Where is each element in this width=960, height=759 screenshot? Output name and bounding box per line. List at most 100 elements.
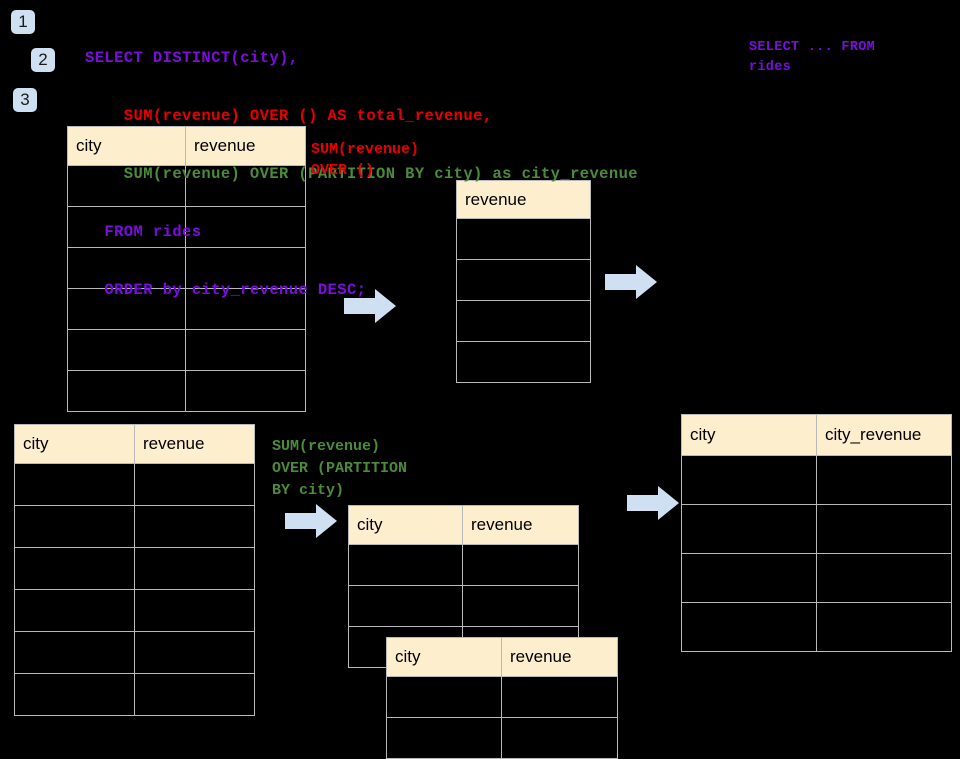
table-row <box>14 673 255 716</box>
table-row <box>67 288 306 330</box>
table-cell <box>386 717 502 759</box>
table-cell <box>462 544 579 586</box>
table-row <box>386 676 618 718</box>
table-cell <box>816 602 952 652</box>
table-row <box>14 631 255 674</box>
arrow-rides-to-total <box>344 289 396 323</box>
table-row <box>14 589 255 632</box>
table-cell <box>185 329 306 371</box>
sql-line-2: SUM(revenue) OVER () AS total_revenue, <box>85 107 493 125</box>
arrow-partition-to-result <box>627 486 679 520</box>
table-row <box>14 505 255 548</box>
column-header-revenue: revenue <box>501 637 618 677</box>
diagram-canvas: 1 2 3 SELECT DISTINCT(city), SUM(revenue… <box>11 10 952 759</box>
table-cell <box>501 717 618 759</box>
table-cell <box>134 673 255 716</box>
table-row <box>67 165 306 207</box>
table-cell <box>67 329 186 371</box>
table-cell <box>681 602 817 652</box>
table-row <box>456 259 591 301</box>
table-cell <box>348 544 463 586</box>
table-cell <box>134 547 255 590</box>
table-cell <box>501 676 618 718</box>
table-row <box>681 455 952 505</box>
table-cell <box>14 589 135 632</box>
table-cell <box>816 504 952 554</box>
table-cell <box>185 370 306 412</box>
table-cell <box>816 553 952 603</box>
arrow-rides-to-partition <box>285 504 337 538</box>
step-badge-3: 3 <box>13 88 37 112</box>
arrow-total-to-result <box>605 265 657 299</box>
table-row <box>456 218 591 260</box>
table-row <box>456 341 591 383</box>
table-cell <box>14 547 135 590</box>
table-row <box>681 504 952 554</box>
source-table-note: SELECT ... FROM rides <box>749 40 876 75</box>
column-header-revenue: revenue <box>134 424 255 464</box>
sql-line-3: SUM(revenue) OVER (PARTITION BY city) as… <box>85 165 638 183</box>
table-cell <box>14 631 135 674</box>
table-row <box>348 544 579 586</box>
table-row <box>681 602 952 652</box>
column-header-revenue: revenue <box>185 126 306 166</box>
column-header-city: city <box>67 126 186 166</box>
table-row <box>67 329 306 371</box>
table-row <box>386 717 618 759</box>
column-header-city: city <box>14 424 135 464</box>
table-row <box>67 206 306 248</box>
table-cell <box>67 206 186 248</box>
column-header-city: city <box>386 637 502 677</box>
sql-line-1: SELECT DISTINCT(city), <box>85 49 299 67</box>
column-header-city_revenue: city_revenue <box>816 414 952 456</box>
table-cell <box>134 631 255 674</box>
table-header-row: revenue <box>456 180 591 219</box>
table-cell <box>462 585 579 627</box>
table-cell <box>456 218 591 260</box>
column-header-revenue: revenue <box>462 505 579 545</box>
step-badge-1: 1 <box>11 10 35 34</box>
table-cell <box>185 165 306 207</box>
city-revenue-note: SUM(revenue) OVER (PARTITION BY city) <box>272 438 408 499</box>
table-cell <box>816 455 952 505</box>
table-cell <box>386 676 502 718</box>
table-cell <box>14 463 135 506</box>
table-cell <box>185 206 306 248</box>
table-cell <box>681 553 817 603</box>
table-cell <box>14 505 135 548</box>
sql-line-5: ORDER by city_revenue DESC; <box>85 281 367 299</box>
column-header-city: city <box>348 505 463 545</box>
column-header-revenue: revenue <box>456 180 591 219</box>
table-cell <box>67 288 186 330</box>
table-cell <box>348 585 463 627</box>
table-row <box>14 463 255 506</box>
table-cell <box>14 673 135 716</box>
table-row <box>348 585 579 627</box>
column-header-city: city <box>681 414 817 456</box>
table-cell <box>456 259 591 301</box>
table-row <box>14 547 255 590</box>
table-cell <box>134 463 255 506</box>
sql-line-4: FROM rides <box>85 223 202 241</box>
table-row <box>456 300 591 342</box>
sql-query: SELECT DISTINCT(city), SUM(revenue) OVER… <box>85 11 638 337</box>
table-cell <box>681 455 817 505</box>
table-cell <box>67 370 186 412</box>
table-cell <box>67 165 186 207</box>
table-cell <box>134 589 255 632</box>
table-cell <box>134 505 255 548</box>
step-badge-2: 2 <box>31 48 55 72</box>
total-revenue-note: SUM(revenue) OVER () <box>311 141 420 179</box>
table-cell <box>456 300 591 342</box>
table-row <box>681 553 952 603</box>
table-total-revenue: revenue <box>456 180 591 383</box>
